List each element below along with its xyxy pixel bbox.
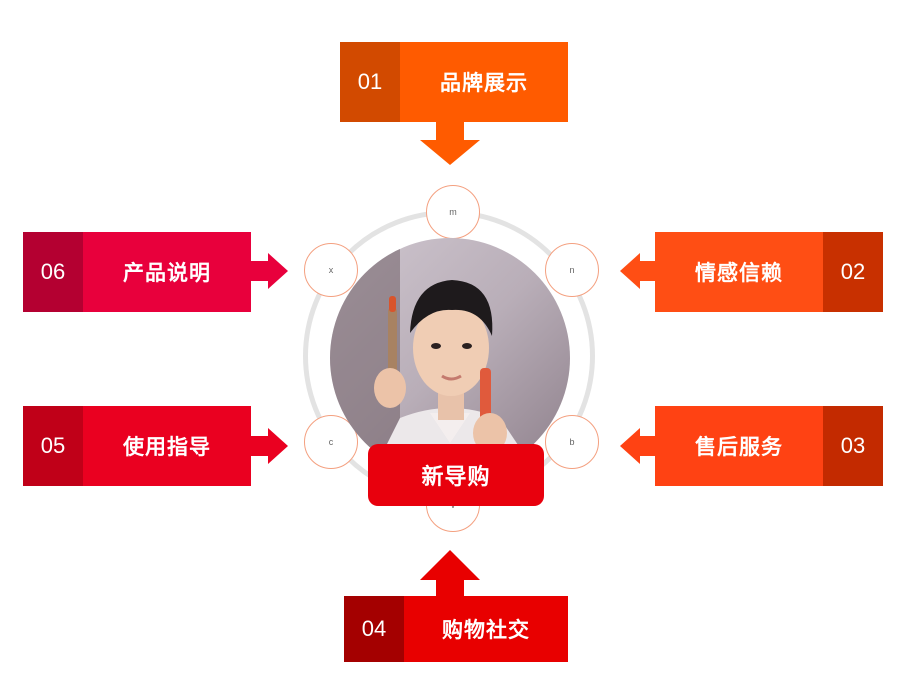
portrait-illustration bbox=[330, 238, 570, 478]
block-04-label: 购物社交 bbox=[404, 596, 568, 662]
block-05-number: 05 bbox=[23, 406, 83, 486]
person-with-lipstick-photo bbox=[330, 238, 570, 478]
node-upper-left-letter: x bbox=[328, 265, 334, 275]
node-upper-right: n bbox=[545, 243, 599, 297]
block-02-number: 02 bbox=[823, 232, 883, 312]
block-04: 04 购物社交 bbox=[344, 596, 568, 662]
node-lower-right-letter: b bbox=[569, 437, 575, 447]
block-01-label: 品牌展示 bbox=[400, 42, 568, 122]
node-top-letter: m bbox=[449, 207, 457, 217]
arrow-top-shaft bbox=[436, 120, 464, 140]
block-01: 01 品牌展示 bbox=[340, 42, 568, 122]
center-title: 新导购 bbox=[368, 444, 544, 506]
block-06-label: 产品说明 bbox=[83, 232, 251, 312]
block-05-label: 使用指导 bbox=[83, 406, 251, 486]
arrow-lower-right-shaft bbox=[640, 436, 656, 456]
arrow-upper-left-icon bbox=[268, 253, 288, 289]
arrow-lower-right-icon bbox=[620, 428, 640, 464]
block-03-label: 售后服务 bbox=[655, 406, 823, 486]
node-upper-right-letter: n bbox=[569, 265, 575, 275]
node-lower-right: b bbox=[545, 415, 599, 469]
block-05: 05 使用指导 bbox=[23, 406, 251, 486]
arrow-upper-left-shaft bbox=[250, 261, 268, 281]
arrow-upper-right-shaft bbox=[640, 261, 656, 281]
arrow-lower-left-shaft bbox=[250, 436, 268, 456]
arrow-bottom-shaft bbox=[436, 580, 464, 596]
node-top: m bbox=[426, 185, 480, 239]
arrow-upper-right-icon bbox=[620, 253, 640, 289]
arrow-top-icon bbox=[420, 140, 480, 165]
block-01-number: 01 bbox=[340, 42, 400, 122]
block-06: 06 产品说明 bbox=[23, 232, 251, 312]
arrow-lower-left-icon bbox=[268, 428, 288, 464]
block-04-number: 04 bbox=[344, 596, 404, 662]
node-upper-left: x bbox=[304, 243, 358, 297]
block-03-number: 03 bbox=[823, 406, 883, 486]
block-02-label: 情感信赖 bbox=[655, 232, 823, 312]
block-02: 情感信赖 02 bbox=[655, 232, 883, 312]
node-lower-left-letter: c bbox=[328, 437, 334, 447]
arrow-bottom-icon bbox=[420, 550, 480, 580]
block-06-number: 06 bbox=[23, 232, 83, 312]
block-03: 售后服务 03 bbox=[655, 406, 883, 486]
